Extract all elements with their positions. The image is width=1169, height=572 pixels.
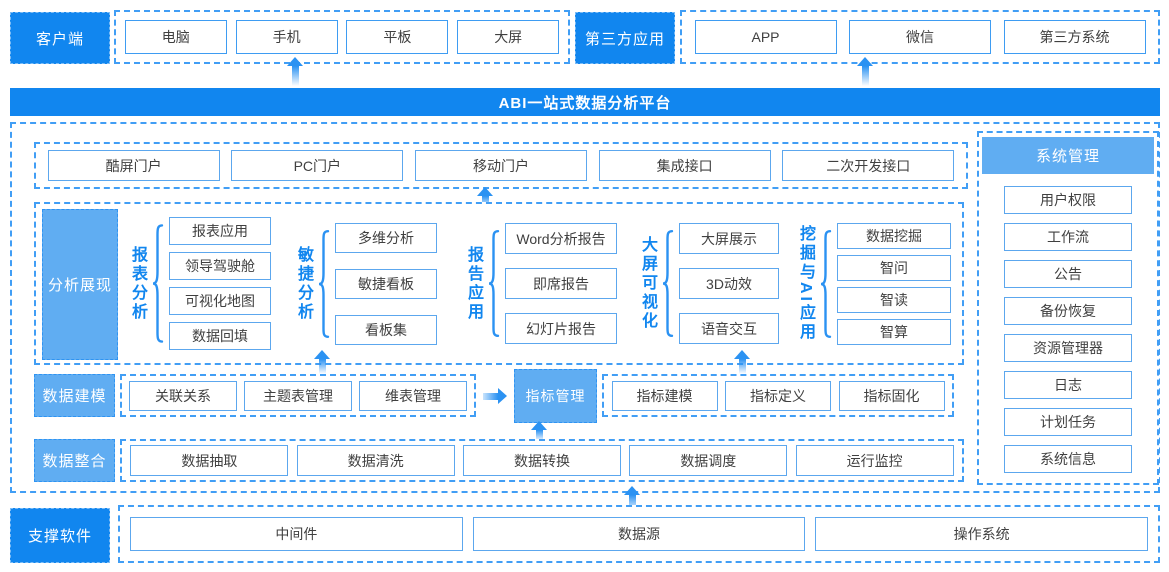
metric-box: 指标建模 xyxy=(611,380,718,411)
metric-management-box: 指标管理 xyxy=(514,369,597,423)
system-box: 日志 xyxy=(1004,371,1132,399)
analysis-group-label: 报告应用 xyxy=(465,245,482,322)
module-box: 多维分析 xyxy=(335,222,437,253)
metric-box: 指标定义 xyxy=(725,380,831,411)
analysis-group: 大屏可视化 大屏展示 3D动效语音交互 xyxy=(638,204,779,363)
module-box: 3D动效 xyxy=(679,268,779,299)
module-box: 大屏展示 xyxy=(679,223,779,254)
brace-icon xyxy=(487,229,500,338)
system-box: 计划任务 xyxy=(1004,408,1132,436)
analysis-group-label: 大屏可视化 xyxy=(639,236,656,331)
portal-box: 酷屏门户 xyxy=(47,150,220,181)
client-label: 客户端 xyxy=(10,12,110,64)
support-row: 中间件数据源操作系统 xyxy=(118,505,1160,563)
client-devices-group: 电脑手机平板大屏 xyxy=(114,10,570,64)
analysis-group: 挖掘与AI应用 数据挖掘智问智读智算 xyxy=(796,204,951,363)
metric-box: 指标固化 xyxy=(838,380,945,411)
device-box: 手机 xyxy=(235,20,338,54)
data-integration-label: 数据整合 xyxy=(34,439,115,482)
third-party-group: APP 微信第三方系统 xyxy=(680,10,1160,64)
device-box: 平板 xyxy=(346,20,449,54)
system-box: 备份恢复 xyxy=(1004,297,1132,325)
portal-box: 二次开发接口 xyxy=(782,150,955,181)
analysis-group-label: 报表分析 xyxy=(129,245,146,322)
integration-box: 数据抽取 xyxy=(130,445,289,476)
module-box: 看板集 xyxy=(335,314,437,345)
system-box: 用户权限 xyxy=(1004,186,1132,214)
portal-row: 酷屏门户 PC门户移动门户集成接口二次开发接口 xyxy=(34,142,968,189)
up-arrow-icon xyxy=(857,57,873,86)
module-box: 数据回填 xyxy=(169,322,271,350)
up-arrow-icon xyxy=(624,486,640,512)
module-box: 智问 xyxy=(837,254,951,281)
device-box: 大屏 xyxy=(457,20,560,54)
system-management-list: 用户权限工作流公告备份恢复资源管理器日志计划任务系统信息 xyxy=(979,174,1157,483)
module-box: 即席报告 xyxy=(505,268,617,299)
analysis-group-column: Word分析报告即席报告幻灯片报告 xyxy=(505,223,617,344)
module-box: 敏捷看板 xyxy=(335,268,437,299)
up-arrow-icon xyxy=(287,57,303,86)
metric-row: 指标建模指标定义指标固化 xyxy=(602,374,954,417)
device-box: 电脑 xyxy=(124,20,227,54)
system-management-panel: 系统管理 用户权限工作流公告备份恢复资源管理器日志计划任务系统信息 xyxy=(977,131,1159,485)
module-box: 幻灯片报告 xyxy=(505,313,617,344)
integration-row: 数据抽取数据清洗数据转换数据调度运行监控 xyxy=(120,439,964,482)
platform-container: 酷屏门户 PC门户移动门户集成接口二次开发接口 系统管理 用户权限工作流公告备份恢… xyxy=(10,122,1160,493)
integration-box: 运行监控 xyxy=(795,445,954,476)
brace-icon xyxy=(151,223,164,344)
portal-box: PC门户 xyxy=(231,150,404,181)
analysis-group-column: 多维分析敏捷看板看板集 xyxy=(335,222,437,345)
modeling-box: 主题表管理 xyxy=(244,380,352,411)
module-box: 智算 xyxy=(837,318,951,345)
module-box: 智读 xyxy=(837,286,951,313)
platform-banner: ABI一站式数据分析平台 xyxy=(10,88,1160,116)
analysis-group-column: 大屏展示 3D动效语音交互 xyxy=(679,223,779,344)
up-arrow-icon xyxy=(734,350,750,374)
analysis-group-column: 报表应用领导驾驶舱可视化地图数据回填 xyxy=(169,217,271,350)
portal-box: 移动门户 xyxy=(414,150,587,181)
analysis-section: 分析展现 报表分析 报表应用领导驾驶舱可视化地图数据回填 敏捷分析 多维分析敏捷看板看… xyxy=(34,202,964,365)
module-box: 报表应用 xyxy=(169,217,271,245)
brace-icon xyxy=(819,229,832,339)
third-party-box: 微信 xyxy=(849,20,991,54)
integration-box: 数据转换 xyxy=(462,445,621,476)
analysis-group: 敏捷分析 多维分析敏捷看板看板集 xyxy=(294,204,437,363)
right-arrow-icon xyxy=(483,388,507,404)
analysis-group-label: 挖掘与AI应用 xyxy=(797,225,814,342)
data-modeling-label: 数据建模 xyxy=(34,374,115,417)
modeling-box: 维表管理 xyxy=(359,380,467,411)
integration-box: 数据清洗 xyxy=(296,445,455,476)
third-party-box: 第三方系统 xyxy=(1003,20,1146,54)
system-box: 系统信息 xyxy=(1004,445,1132,473)
analysis-group: 报表分析 报表应用领导驾驶舱可视化地图数据回填 xyxy=(128,204,271,363)
third-party-box: APP xyxy=(694,20,837,54)
third-party-label: 第三方应用 xyxy=(575,12,675,64)
portal-box: 集成接口 xyxy=(598,150,771,181)
analysis-label: 分析展现 xyxy=(42,209,118,360)
module-box: 可视化地图 xyxy=(169,287,271,315)
system-box: 资源管理器 xyxy=(1004,334,1132,362)
modeling-box: 关联关系 xyxy=(129,380,237,411)
system-box: 工作流 xyxy=(1004,223,1132,251)
analysis-group-label: 敏捷分析 xyxy=(295,245,312,322)
module-box: Word分析报告 xyxy=(505,223,617,254)
support-box: 数据源 xyxy=(472,517,806,551)
support-software-label: 支撑软件 xyxy=(10,508,110,563)
module-box: 语音交互 xyxy=(679,313,779,344)
support-box: 中间件 xyxy=(130,517,463,551)
integration-box: 数据调度 xyxy=(629,445,788,476)
brace-icon xyxy=(661,229,674,338)
modeling-row: 关联关系主题表管理维表管理 xyxy=(120,374,476,417)
analysis-group-column: 数据挖掘智问智读智算 xyxy=(837,222,951,345)
up-arrow-icon xyxy=(314,350,330,374)
support-box: 操作系统 xyxy=(815,517,1149,551)
module-box: 领导驾驶舱 xyxy=(169,252,271,280)
up-arrow-icon xyxy=(531,421,547,441)
system-management-header: 系统管理 xyxy=(982,137,1154,174)
analysis-group: 报告应用 Word分析报告即席报告幻灯片报告 xyxy=(464,204,617,363)
module-box: 数据挖掘 xyxy=(837,222,951,249)
system-box: 公告 xyxy=(1004,260,1132,288)
brace-icon xyxy=(317,229,330,339)
